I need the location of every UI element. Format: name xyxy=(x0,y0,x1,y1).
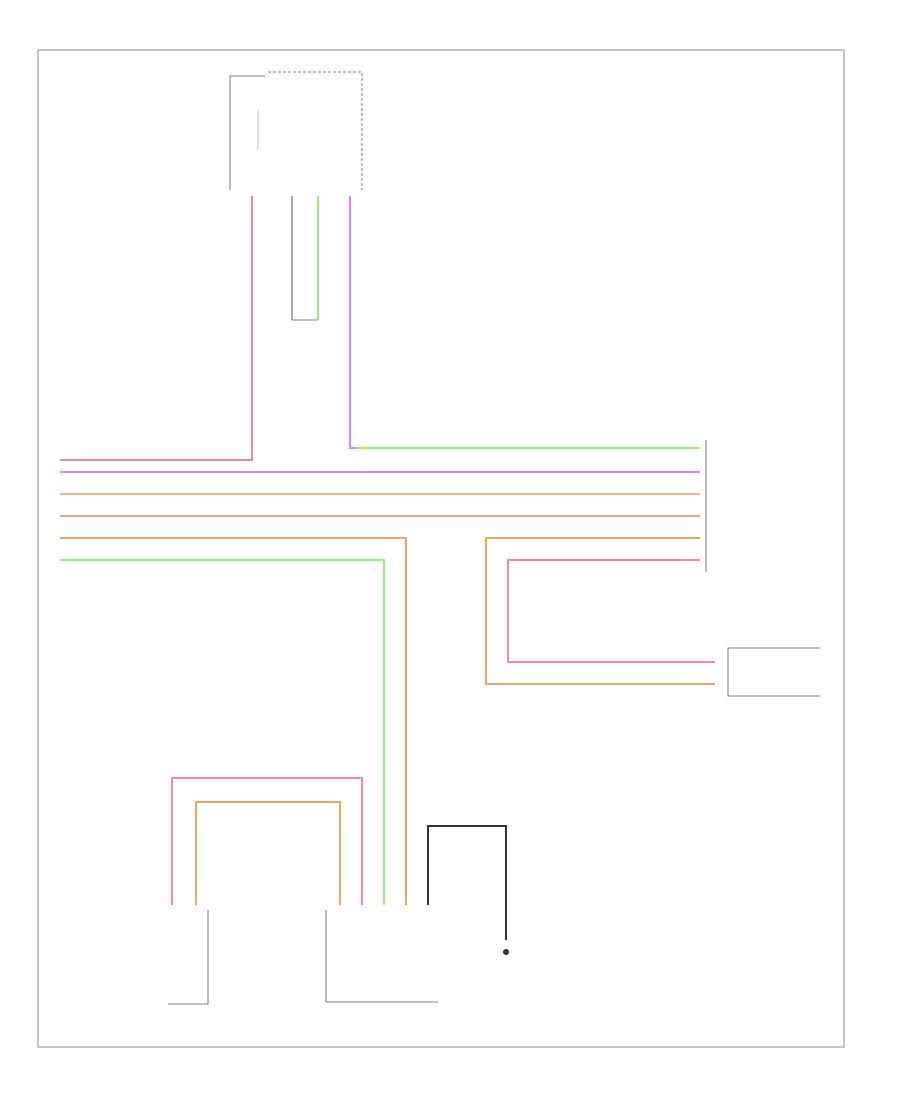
ground-point xyxy=(503,949,509,955)
wire-violet-riser xyxy=(349,196,700,449)
rear-right-switch xyxy=(727,647,820,697)
wire-tan-driver-loop xyxy=(195,801,341,905)
diagram-frame xyxy=(37,49,845,1048)
wire-tan xyxy=(60,537,407,905)
wire-black-ground xyxy=(427,825,507,940)
wire-light-green xyxy=(60,559,385,905)
wire-tan-loop xyxy=(485,537,715,685)
driver-switch-pack xyxy=(325,910,438,1003)
left-rear-switch xyxy=(168,910,209,1005)
wire-pink-loop xyxy=(507,559,715,663)
wire-pink-driver-loop xyxy=(171,777,363,905)
fuse-top-component xyxy=(229,75,265,190)
rear-connector-component xyxy=(291,196,319,321)
wire-red xyxy=(60,196,253,461)
top-switch-bracket xyxy=(268,71,363,190)
